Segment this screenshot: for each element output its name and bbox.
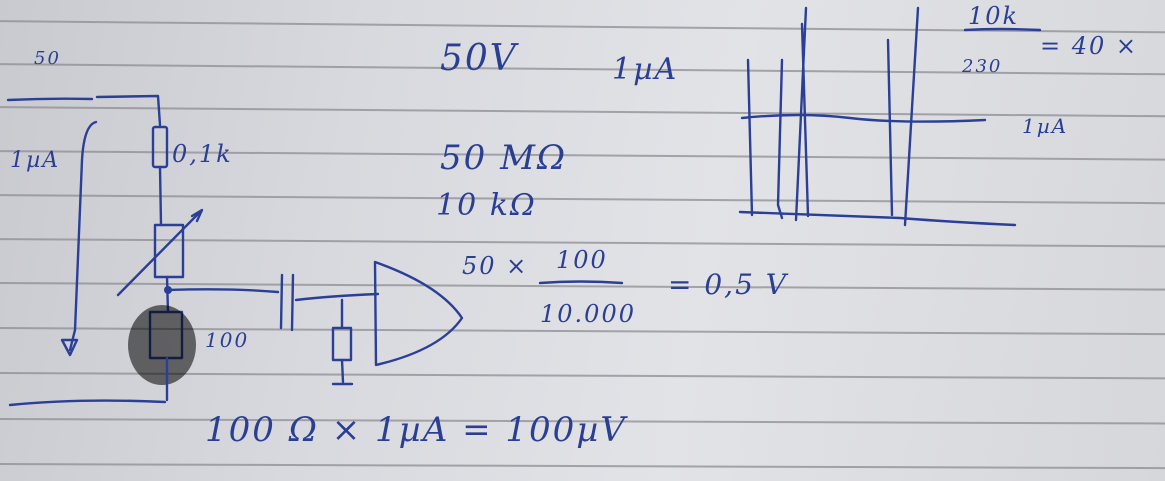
resistance-k: 10 kΩ (436, 188, 537, 223)
scope-current-label: 1µA (1022, 114, 1069, 138)
calc-factor: 50 × (462, 252, 529, 280)
top-left-value: 50 (34, 48, 61, 69)
ratio-fraction-bar (963, 27, 1042, 32)
scope-line (776, 58, 784, 220)
signal-wire (294, 292, 380, 302)
calc-fraction-bar (538, 280, 624, 285)
scope-line (903, 6, 920, 227)
signal-wire (166, 288, 280, 294)
resistor-top-icon (151, 125, 169, 169)
rail-wire (95, 94, 162, 127)
current-label-left: 1µA (10, 148, 61, 173)
ratio-denominator: 230 (962, 56, 1003, 77)
scope-trace (740, 113, 987, 123)
resistor-bottom-label: 100 (205, 328, 250, 352)
capacitor-plate-icon (279, 273, 284, 330)
variable-arrow (116, 210, 202, 297)
ground-rail (8, 399, 167, 407)
ratio-result: = 40 × (1040, 32, 1139, 60)
wire (158, 165, 163, 227)
probe-circle (128, 305, 196, 385)
resistor-top-label: 0,1k (172, 140, 233, 168)
calc-result: = 0,5 V (668, 268, 789, 301)
scope-line (886, 38, 894, 217)
scope-line (800, 22, 810, 218)
current-loop-wire (68, 120, 98, 352)
calc-denominator: 10.000 (540, 300, 636, 328)
resistance-meg: 50 MΩ (440, 138, 568, 178)
source-voltage: 50V (440, 38, 518, 79)
bottom-equation: 100 Ω × 1µA = 100µV (205, 410, 627, 450)
variable-arrow-head-icon (190, 208, 204, 223)
current-label-top: 1µA (612, 52, 679, 87)
amplifier-icon (373, 260, 464, 367)
input-resistor-icon (331, 326, 353, 362)
arrow-head-icon (60, 338, 79, 357)
rail-wire (6, 97, 94, 102)
calc-numerator: 100 (556, 246, 608, 274)
variable-resistor-icon (153, 223, 185, 279)
capacitor-plate-icon (290, 273, 295, 332)
wire (340, 358, 345, 384)
scope-line (746, 58, 754, 217)
ratio-numerator: 10k (968, 2, 1020, 30)
scope-baseline (738, 210, 1017, 227)
